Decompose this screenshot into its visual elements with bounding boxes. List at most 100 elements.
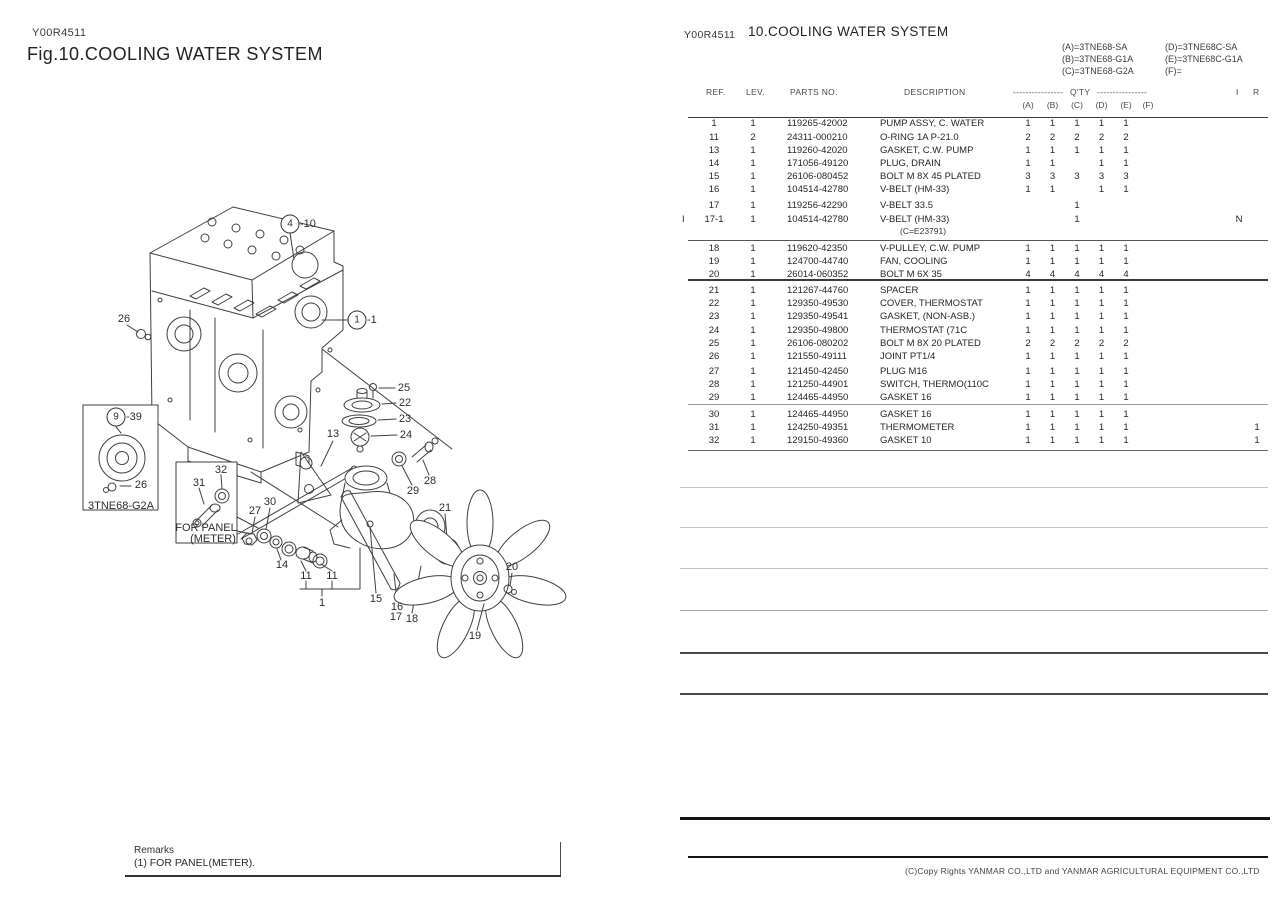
qty-cell: 1 xyxy=(1098,435,1105,446)
long-rod xyxy=(237,465,358,540)
qty-cell: 3 xyxy=(1025,171,1031,182)
diagram-callout: 27 xyxy=(248,505,262,517)
leader-lines xyxy=(126,232,453,528)
qty-cell: 1 xyxy=(1098,409,1105,420)
qty-cell: 1 xyxy=(1049,184,1056,195)
qty-cell: 2 xyxy=(1098,131,1105,143)
qty-cell: 1 xyxy=(1074,242,1080,254)
qty-cell: 3 xyxy=(1098,171,1105,182)
col-header-lev: LEV. xyxy=(746,87,765,97)
page-code-left: Y00R4511 xyxy=(32,27,87,39)
qty-cell: 1 xyxy=(1098,351,1105,362)
qty-cell: 1 xyxy=(1123,310,1129,322)
description-cell: V-PULLEY, C.W. PUMP xyxy=(880,242,981,254)
diagram-callout: 20 xyxy=(505,561,519,573)
legend-model-f: (F)= xyxy=(1165,66,1182,76)
qty-cell: 1 xyxy=(1049,144,1056,156)
description-cell: JOINT PT1/4 xyxy=(880,351,936,362)
diagram-callout: 1 xyxy=(318,597,326,609)
description-cell: THERMOMETER xyxy=(880,422,955,433)
qty-cell: 1 xyxy=(1025,310,1031,322)
part-no-cell: 129350-49530 xyxy=(787,297,849,309)
description-cell: SPACER xyxy=(880,284,919,296)
legend-model-c: (C)=3TNE68-G2A xyxy=(1062,66,1134,76)
qty-cell: 1 xyxy=(1098,422,1105,433)
qty-cell: 1 xyxy=(1049,284,1056,296)
qty-cell: 1 xyxy=(1074,351,1080,362)
rule-line xyxy=(680,527,1268,528)
part-no-cell: 124250-49351 xyxy=(787,422,849,433)
rule-line xyxy=(688,279,1268,281)
qty-cell: 1 xyxy=(1123,118,1129,129)
part-no-cell: 119620-42350 xyxy=(787,242,848,254)
exploded-diagram xyxy=(82,206,567,659)
ref-cell: 16 xyxy=(708,184,720,195)
lev-cell: 1 xyxy=(750,366,756,377)
diagram-callout: FOR PANEL xyxy=(175,522,237,534)
qty-cell: 1 xyxy=(1098,284,1105,296)
qty-cell: 1 xyxy=(1025,118,1031,129)
part-no-cell: 129350-49541 xyxy=(787,310,849,322)
ref-cell: 14 xyxy=(708,158,720,169)
bolt-20 xyxy=(503,572,517,595)
qty-cell: 2 xyxy=(1049,131,1056,143)
qty-cell: 1 xyxy=(1025,392,1031,403)
qty-cell: 1 xyxy=(1074,379,1080,390)
qty-cell: 1 xyxy=(1074,435,1080,446)
ref-cell: 18 xyxy=(708,242,720,254)
callout-suffix: -10 xyxy=(300,218,316,230)
qty-cell: 1 xyxy=(1025,435,1031,446)
rule-line xyxy=(680,651,1268,654)
description-cell: O-RING 1A P-21.0 xyxy=(880,131,959,143)
diagram-callout: 30 xyxy=(263,496,277,508)
qty-cell: 1 xyxy=(1049,158,1056,169)
qty-cell: 1 xyxy=(1025,422,1031,433)
qty-cell: 1 xyxy=(1049,242,1056,254)
qty-cell: 1 xyxy=(1049,392,1056,403)
rule-line xyxy=(688,240,1268,241)
drain-plug-parts xyxy=(241,507,283,561)
qty-cell: 1 xyxy=(1049,422,1056,433)
qty-cell: 1 xyxy=(1098,144,1105,156)
ref-cell: 23 xyxy=(708,310,720,322)
part-no-cell: 124700-44740 xyxy=(787,255,849,267)
qty-cell: 2 xyxy=(1025,131,1031,143)
thermo-switch-parts xyxy=(391,437,439,486)
lev-cell: 1 xyxy=(750,158,756,169)
section-title: 10.COOLING WATER SYSTEM xyxy=(748,24,949,39)
diagram-callout: 29 xyxy=(406,485,420,497)
diagram-callout: 3TNE68-G2A xyxy=(87,500,155,512)
description-cell: PLUG M16 xyxy=(880,366,927,377)
circled-callout: 4 xyxy=(280,214,300,234)
legend-model-d: (D)=3TNE68C-SA xyxy=(1165,42,1238,52)
row-note: (C=E23791) xyxy=(900,226,947,236)
qty-cell: 1 xyxy=(1025,325,1031,336)
qty-col-header: (C) xyxy=(1071,100,1083,110)
col-header-r: R xyxy=(1253,87,1260,97)
qty-cell: 4 xyxy=(1049,268,1056,280)
qty-cell: 3 xyxy=(1123,171,1129,182)
figure-title: Fig.10.COOLING WATER SYSTEM xyxy=(27,44,323,64)
qty-cell: 1 xyxy=(1098,158,1105,169)
lev-cell: 1 xyxy=(750,422,756,433)
qty-cell: 1 xyxy=(1074,118,1080,129)
ref-cell: 26 xyxy=(708,351,720,362)
ref-cell: 24 xyxy=(708,325,720,336)
part-no-cell: 171056-49120 xyxy=(787,158,849,169)
part-no-cell: 24311-000210 xyxy=(787,131,848,143)
col-header-ref: REF. xyxy=(706,87,726,97)
qty-cell: 1 xyxy=(1123,144,1129,156)
ref-cell: 30 xyxy=(708,409,720,420)
ref-cell: 15 xyxy=(708,171,720,182)
description-cell: BOLT M 8X 45 PLATED xyxy=(880,171,981,182)
lev-cell: 1 xyxy=(750,184,756,195)
description-cell: PUMP ASSY, C. WATER xyxy=(880,118,985,129)
description-cell: COVER, THERMOSTAT xyxy=(880,297,983,309)
lev-cell: 1 xyxy=(750,435,756,446)
